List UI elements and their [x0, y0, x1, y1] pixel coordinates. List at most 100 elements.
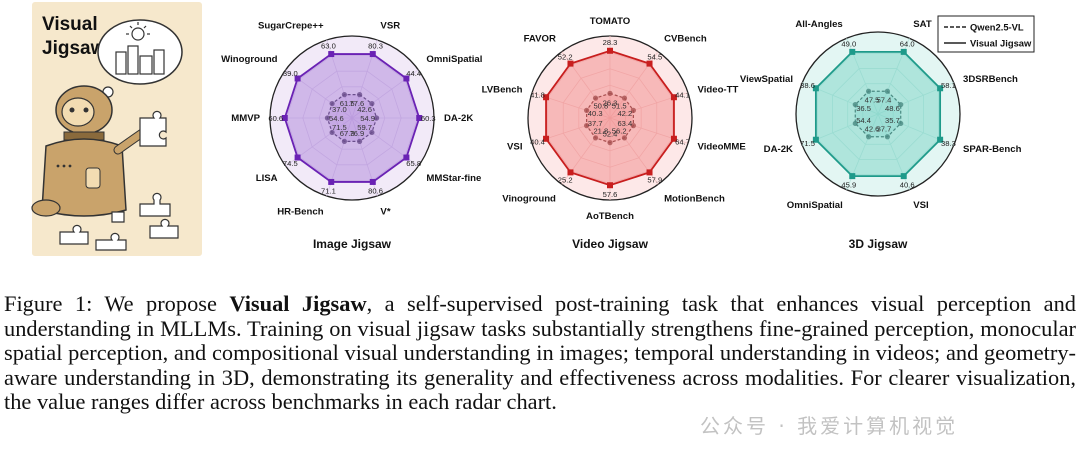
- value-label-qwen2-5-vl: 71.5: [332, 123, 347, 132]
- value-label-visual-jigsaw: 38.3: [941, 139, 956, 148]
- value-label-visual-jigsaw: 58.1: [941, 81, 956, 90]
- radar-chart-2: 28.326.3TOMATO54.551.5CVBench44.142.2Vid…: [482, 16, 747, 251]
- value-label-qwen2-5-vl: 54.4: [856, 116, 871, 125]
- method-point: [937, 136, 944, 143]
- axis-label: TOMATO: [590, 16, 631, 27]
- baseline-point: [898, 120, 904, 127]
- axis-label: DA-2K: [764, 144, 793, 155]
- value-label-visual-jigsaw: 71.1: [321, 187, 336, 196]
- baseline-point: [865, 134, 872, 140]
- value-label-visual-jigsaw: 49.0: [841, 40, 856, 49]
- baseline-point: [341, 92, 347, 98]
- baseline-point: [607, 90, 613, 96]
- baseline-point: [898, 101, 904, 108]
- baseline-point: [852, 120, 858, 127]
- method-point: [937, 85, 944, 92]
- value-label-visual-jigsaw: 65.8: [406, 159, 421, 168]
- axis-label: MMVP: [231, 113, 260, 124]
- figure-graphic: Visual Jigsaw: [31, 2, 1035, 256]
- illustration-title-line2: Jigsaw: [42, 38, 106, 59]
- axis-label: FAVOR: [524, 34, 556, 45]
- value-label-qwen2-5-vl: 57.4: [877, 96, 892, 105]
- value-label-visual-jigsaw: 60.6: [268, 114, 283, 123]
- baseline-point: [607, 140, 613, 146]
- method-point: [369, 51, 376, 58]
- baseline-point: [369, 100, 375, 107]
- city-icon: [115, 45, 165, 75]
- method-point: [670, 94, 677, 101]
- value-label-visual-jigsaw: 64.7: [675, 138, 690, 147]
- axis-label: MotionBench: [664, 193, 725, 204]
- method-point: [567, 60, 574, 67]
- value-label-visual-jigsaw: 54.5: [647, 52, 662, 61]
- baseline-point: [621, 95, 628, 101]
- watermark: 公众号 · 我爱计算机视觉: [700, 414, 959, 438]
- value-label-qwen2-5-vl: 40.3: [588, 109, 603, 118]
- baseline-point: [630, 107, 636, 113]
- value-label-visual-jigsaw: 74.5: [283, 159, 298, 168]
- baseline-point: [852, 101, 858, 108]
- axis-label: ViewSpatial: [740, 74, 793, 85]
- value-label-visual-jigsaw: 41.8: [530, 90, 545, 99]
- baseline-point: [592, 95, 599, 101]
- baseline-point: [374, 115, 380, 121]
- baseline-point: [865, 88, 872, 94]
- method-point: [646, 169, 653, 176]
- value-label-qwen2-5-vl: 52.4: [603, 130, 618, 139]
- value-label-visual-jigsaw: 80.6: [368, 187, 383, 196]
- caption-prefix: Figure 1: We propose: [4, 291, 230, 316]
- value-label-visual-jigsaw: 57.6: [603, 190, 618, 199]
- baseline-point: [630, 123, 636, 129]
- method-point: [543, 94, 550, 101]
- method-point: [416, 115, 423, 121]
- value-label-visual-jigsaw: 57.9: [647, 176, 662, 185]
- method-point: [849, 48, 856, 55]
- axis-label: MMStar-fine: [426, 173, 481, 184]
- sun-icon: [126, 22, 150, 41]
- baseline-point: [584, 123, 590, 129]
- value-label-visual-jigsaw: 63.0: [321, 41, 336, 50]
- baseline-point: [621, 135, 628, 141]
- axis-label: SPAR-Bench: [963, 144, 1022, 155]
- baseline-point: [341, 138, 347, 144]
- value-label-qwen2-5-vl: 37.7: [877, 124, 892, 133]
- legend-method-label: Visual Jigsaw: [970, 38, 1032, 49]
- axis-label: CVBench: [664, 34, 707, 45]
- chart-title: 3D Jigsaw: [849, 237, 908, 251]
- method-point: [567, 169, 574, 176]
- method-point: [900, 48, 907, 55]
- value-label-visual-jigsaw: 38.6: [800, 81, 815, 90]
- illustration-title-line1: Visual: [42, 14, 98, 35]
- axis-label: VSI: [507, 141, 523, 152]
- value-label-qwen2-5-vl: 63.4: [617, 119, 632, 128]
- axis-label: OmniSpatial: [426, 54, 482, 65]
- baseline-point: [584, 107, 590, 113]
- value-label-qwen2-5-vl: 51.5: [612, 101, 627, 110]
- axis-label: VideoMME: [697, 141, 746, 152]
- value-label-qwen2-5-vl: 61.5: [340, 99, 355, 108]
- axis-label: VSI: [913, 200, 929, 211]
- value-label-visual-jigsaw: 44.1: [675, 90, 690, 99]
- method-point: [607, 47, 613, 54]
- value-label-qwen2-5-vl: 54.9: [360, 114, 375, 123]
- value-label-qwen2-5-vl: 76.9: [349, 129, 364, 138]
- chart-title: Image Jigsaw: [313, 237, 392, 251]
- axis-label: Winoground: [221, 54, 278, 65]
- baseline-point: [324, 115, 330, 121]
- value-label-visual-jigsaw: 40.4: [530, 138, 545, 147]
- axis-label: Video-TT: [697, 85, 738, 96]
- baseline-point: [369, 129, 375, 136]
- caption-method-name: Visual Jigsaw: [229, 291, 367, 316]
- robot-icon: [31, 85, 155, 217]
- value-label-visual-jigsaw: 28.3: [603, 38, 618, 47]
- method-point: [328, 178, 335, 185]
- method-point: [294, 75, 301, 82]
- axis-label: 3DSRBench: [963, 74, 1018, 85]
- legend-baseline-label: Qwen2.5-VL: [970, 22, 1024, 33]
- baseline-point: [357, 138, 363, 144]
- value-label-qwen2-5-vl: 48.6: [885, 104, 900, 113]
- value-label-qwen2-5-vl: 37.0: [332, 105, 347, 114]
- value-label-qwen2-5-vl: 37.7: [588, 119, 603, 128]
